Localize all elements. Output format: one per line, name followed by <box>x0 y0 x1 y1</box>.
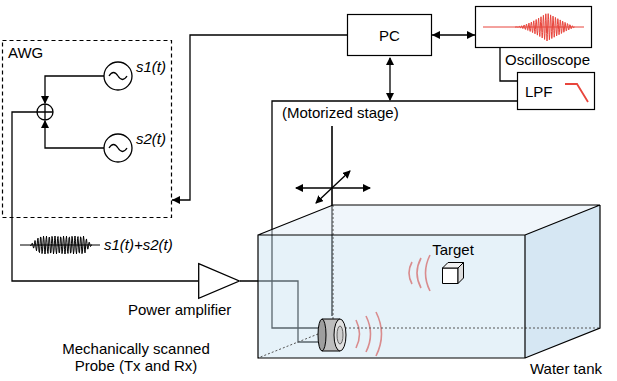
scope-outline <box>476 7 592 48</box>
label-holder: s1(t)+s2(t) <box>104 236 173 253</box>
node-label: Water tank <box>530 360 602 377</box>
stage-label: (Motorized stage) <box>282 104 399 121</box>
filter-outline <box>518 73 595 110</box>
amplifier-triangle-shape <box>198 263 240 299</box>
filter-box: LPF <box>517 72 595 110</box>
cube-drawing <box>443 263 464 284</box>
awg-outline <box>3 41 172 218</box>
node-label: Mechanically scanned Probe (Tx and Rx) <box>50 340 222 374</box>
scope-trace <box>515 14 575 41</box>
pc-box: PC <box>347 14 432 56</box>
arrowhead <box>172 196 180 204</box>
label-holder: (Motorized stage) <box>282 104 399 121</box>
signal-wire <box>432 31 475 39</box>
signal-wire <box>12 218 198 281</box>
water-tank: Water tankMechanically scanned Probe (Tx… <box>258 205 600 358</box>
transducer-probe-shape <box>318 313 348 355</box>
amplifier-triangle: Power amplifier <box>198 263 240 299</box>
node-label: PC <box>379 27 400 44</box>
node-label: Power amplifier <box>128 301 231 318</box>
control-arrow <box>389 58 390 100</box>
arrowhead <box>432 31 440 39</box>
lowpass-icon <box>565 84 588 102</box>
node-label: Oscilloscope <box>505 51 590 68</box>
scan-arrow-y <box>316 171 350 203</box>
drive-burst <box>30 236 92 254</box>
amplifier-symbol <box>199 264 240 299</box>
wire-line <box>12 218 198 281</box>
probe-cylinder <box>318 319 346 351</box>
node-label: AWG <box>8 44 43 61</box>
oscilloscope-box: Oscilloscope <box>475 6 592 48</box>
signal-name: s2(t) <box>136 130 166 147</box>
tank-drawing <box>258 205 600 358</box>
awg-wiring <box>12 62 132 218</box>
water-tank-shape <box>258 205 600 358</box>
signal-name: s1(t)+s2(t) <box>104 236 173 253</box>
arrowhead <box>467 31 475 39</box>
label-holder: s2(t) <box>136 130 166 147</box>
node-label: Target <box>432 241 474 258</box>
transducer-probe: Mechanically scanned Probe (Tx and Rx) <box>318 313 348 355</box>
node-label: LPF <box>525 83 553 100</box>
target-cube-shape <box>442 262 464 284</box>
oscilloscope-box-shape <box>475 6 592 48</box>
box-outline <box>348 15 432 56</box>
signal-name: s1(t) <box>136 58 166 75</box>
label-holder: s1(t) <box>136 58 166 75</box>
target-cube: Target <box>442 262 464 284</box>
